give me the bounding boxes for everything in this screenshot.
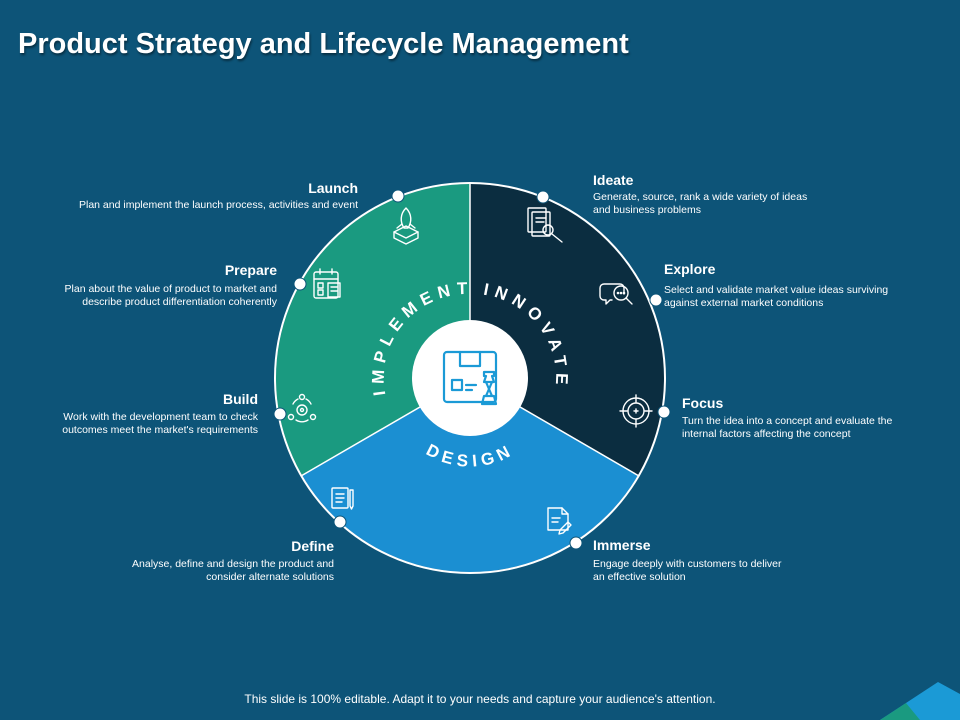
document-pencil-icon bbox=[331, 487, 354, 510]
stage-desc-focus: Turn the idea into a concept and evaluat… bbox=[682, 415, 893, 440]
stage-desc-immerse: Engage deeply with customers to deliver … bbox=[593, 558, 782, 583]
stage-desc-launch: Plan and implement the launch process, a… bbox=[79, 199, 358, 211]
marker-build bbox=[273, 407, 287, 421]
stage-title-define: Define bbox=[291, 538, 334, 554]
stage-desc-prepare: Plan about the value of product to marke… bbox=[64, 283, 277, 308]
stage-title-launch: Launch bbox=[308, 180, 358, 196]
marker-focus bbox=[657, 405, 671, 419]
marker-prepare bbox=[293, 277, 307, 291]
marker-explore bbox=[649, 293, 663, 307]
stage-desc-build: Work with the development team to check … bbox=[62, 411, 258, 436]
stage-desc-explore: Select and validate market value ideas s… bbox=[664, 284, 889, 309]
stage-title-ideate: Ideate bbox=[593, 172, 634, 188]
stage-title-build: Build bbox=[223, 391, 258, 407]
stage-title-immerse: Immerse bbox=[593, 537, 651, 553]
product-strategy-icon bbox=[442, 350, 498, 406]
page-title: Product Strategy and Lifecycle Managemen… bbox=[18, 28, 629, 60]
stage-title-explore: Explore bbox=[664, 261, 716, 277]
team-gear-icon bbox=[287, 393, 317, 423]
calendar-icon bbox=[313, 268, 341, 299]
design-sector bbox=[302, 378, 638, 572]
stage-title-prepare: Prepare bbox=[224, 262, 277, 278]
marker-define bbox=[333, 515, 347, 529]
document-edit-icon bbox=[547, 507, 572, 535]
chat-search-icon bbox=[599, 283, 633, 305]
stage-desc-ideate: Generate, source, rank a wide variety of… bbox=[593, 191, 808, 216]
marker-launch bbox=[391, 189, 405, 203]
document-search-icon bbox=[527, 207, 563, 243]
marker-immerse bbox=[569, 536, 583, 550]
marker-ideate bbox=[536, 190, 550, 204]
center-hub bbox=[412, 320, 528, 436]
footer-note: This slide is 100% editable. Adapt it to… bbox=[244, 692, 716, 706]
stage-title-focus: Focus bbox=[682, 395, 724, 411]
rocket-icon bbox=[393, 207, 419, 245]
stage-desc-define: Analyse, define and design the product a… bbox=[132, 558, 334, 583]
target-icon bbox=[619, 394, 653, 428]
corner-decoration-accent bbox=[880, 703, 920, 720]
